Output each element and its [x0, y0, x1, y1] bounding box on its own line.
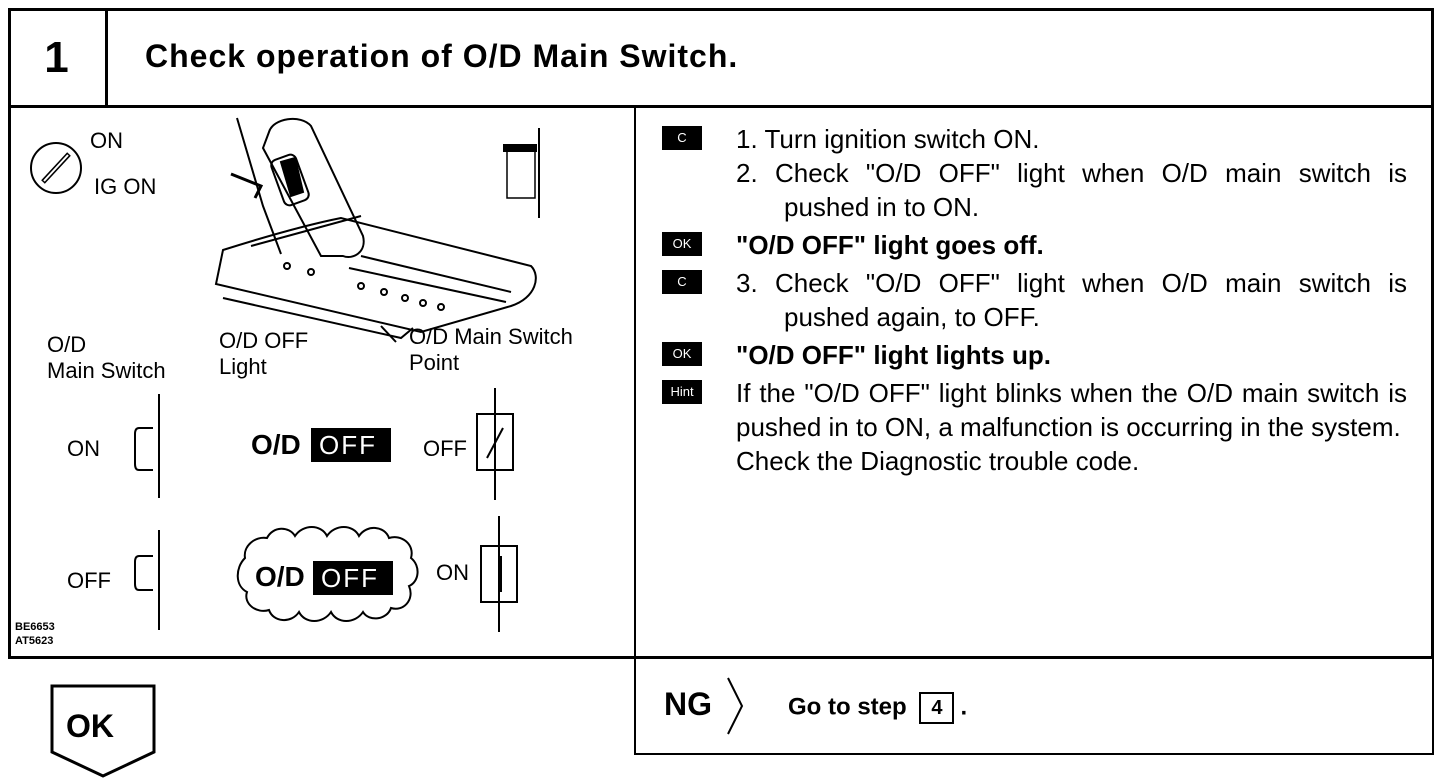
goto-text: Go to step: [788, 693, 907, 721]
column-divider: [634, 106, 636, 755]
blinking-light-burst: [236, 526, 419, 622]
step-header: [8, 8, 1434, 108]
ignition-key-icon: [30, 142, 82, 194]
step-number: 1: [8, 8, 108, 108]
ok-arrow-icon: [50, 684, 156, 778]
hint-text: If the "O/D OFF" light blinks when the O…: [736, 378, 1407, 476]
light-suffix-2: OFF: [321, 563, 379, 593]
goto-step-number[interactable]: 4: [919, 692, 955, 724]
col-light-label-1: O/D OFF: [219, 328, 308, 353]
check-badge: C: [662, 126, 702, 150]
row1-state: ON: [67, 436, 100, 461]
hint-badge: Hint: [662, 380, 702, 404]
ng-label: NG: [664, 686, 712, 722]
instruction-check-2: C 3. Check "O/D OFF" light when O/D main…: [662, 266, 1407, 334]
instruction-list: C 1. Turn ignition switch ON. 2. Check "…: [662, 122, 1407, 482]
ng-chevron-icon: [727, 677, 744, 735]
ok-badge: OK: [662, 232, 702, 256]
col-point-label-1: O/D Main Switch: [409, 324, 573, 349]
switch-off-symbol: [134, 555, 153, 591]
col-switch-label-1: O/D: [47, 332, 86, 357]
check-badge: C: [662, 270, 702, 294]
ng-result-box: [634, 656, 1434, 755]
instruction-ok-1: OK "O/D OFF" light goes off.: [662, 228, 1407, 262]
figure-code-2: AT5623: [15, 635, 53, 647]
goto-end: .: [960, 693, 968, 721]
light-prefix-2: O/D: [255, 561, 305, 592]
ok-result: "O/D OFF" light lights up.: [736, 340, 1051, 370]
point-open-icon: [476, 388, 514, 500]
instruction-hint: Hint If the "O/D OFF" light blinks when …: [662, 376, 1407, 478]
row2-state: OFF: [67, 568, 111, 593]
figure-code-1: BE6653: [15, 621, 55, 633]
col-switch-label-2: Main Switch: [47, 358, 166, 383]
step-title: Check operation of O/D Main Switch.: [145, 38, 739, 74]
instruction-line: 3. Check "O/D OFF" light when O/D main s…: [736, 268, 1407, 332]
ok-label: OK: [66, 708, 114, 744]
instruction-ok-2: OK "O/D OFF" light lights up.: [662, 338, 1407, 372]
goto-step: Go to step 4.: [788, 692, 967, 724]
point-row2: ON: [436, 560, 469, 585]
ig-on-label: IG ON: [94, 174, 156, 199]
light-suffix-1: OFF: [319, 430, 377, 460]
instruction-line: 1. Turn ignition switch ON.: [736, 124, 1040, 154]
point-row1: OFF: [423, 436, 467, 461]
switch-figure: ON IG ON O/D Main Switch O/D OFF Light O…: [15, 117, 573, 647]
point-closed-icon: [480, 516, 518, 632]
ok-result: "O/D OFF" light goes off.: [736, 230, 1044, 260]
light-prefix-1: O/D: [251, 429, 301, 460]
ignition-on-label: ON: [90, 128, 123, 153]
instruction-check-1: C 1. Turn ignition switch ON. 2. Check "…: [662, 122, 1407, 224]
col-point-label-2: Point: [409, 350, 459, 375]
switch-on-symbol: [134, 427, 153, 471]
ok-badge: OK: [662, 342, 702, 366]
col-light-label-2: Light: [219, 354, 267, 379]
shift-lever-illustration: [214, 117, 540, 343]
instruction-line: 2. Check "O/D OFF" light when O/D main s…: [736, 158, 1407, 222]
